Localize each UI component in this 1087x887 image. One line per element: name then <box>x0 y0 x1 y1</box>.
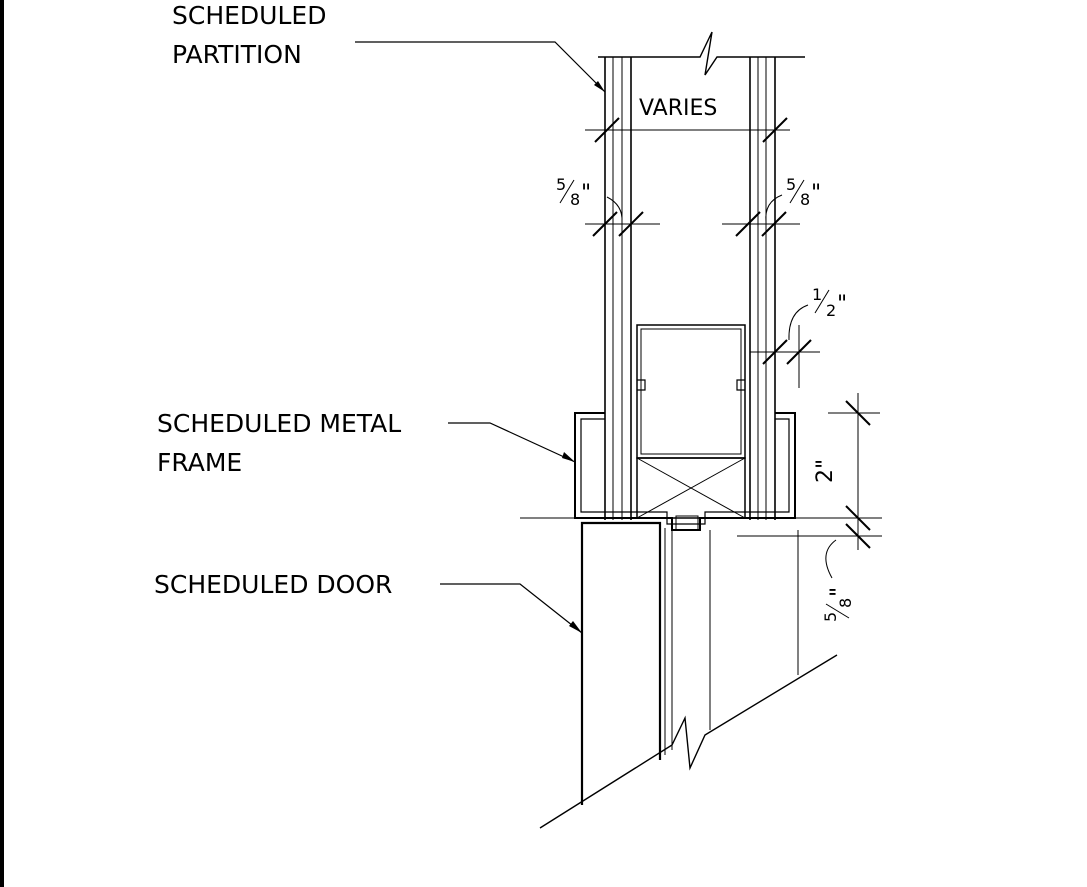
dim-shim <box>750 304 820 388</box>
varies-mask <box>637 90 747 122</box>
frame-label-line2: FRAME <box>157 448 242 477</box>
dim-varies-text: VARIES <box>639 96 717 121</box>
door-label: SCHEDULED DOOR <box>154 570 392 599</box>
dim-reveal-den: 8 <box>836 598 855 608</box>
dim-shim-unit: " <box>837 292 847 317</box>
dim-reveal-unit: " <box>827 587 852 597</box>
door-leaf <box>539 521 838 829</box>
dim-right-gyp <box>722 194 800 237</box>
dim-shim-num: 1 <box>812 285 822 304</box>
dim-left-gyp-den: 8 <box>570 190 580 209</box>
dim-shim-text: 1 2 " <box>812 285 847 320</box>
dim-reveal-num: 5 <box>821 612 840 622</box>
dim-right-gyp-unit: " <box>811 181 821 206</box>
dim-right-gyp-text: 5 8 " <box>786 175 821 209</box>
dim-right-gyp-num: 5 <box>786 175 796 194</box>
partition-label-line1: SCHEDULED <box>172 1 326 30</box>
dim-left-gyp <box>585 196 660 237</box>
dim-shim-den: 2 <box>826 301 836 320</box>
dim-left-gyp-text: 5 8 " <box>556 175 591 209</box>
wall-stud <box>636 324 746 519</box>
metal-frame <box>574 412 796 531</box>
partition-label-line2: PARTITION <box>172 40 302 69</box>
frame-label-line1: SCHEDULED METAL <box>157 409 401 438</box>
dim-frame-depth-text: 2" <box>813 459 838 483</box>
leader-lines <box>355 41 606 634</box>
dim-left-gyp-num: 5 <box>556 175 566 194</box>
dim-left-gyp-unit: " <box>581 181 591 206</box>
dim-frame-depth <box>520 393 882 579</box>
dim-reveal-text: 5 8 " <box>821 587 855 622</box>
partition-walls <box>598 31 805 520</box>
dim-right-gyp-den: 8 <box>800 190 810 209</box>
dim-varies <box>585 117 790 143</box>
